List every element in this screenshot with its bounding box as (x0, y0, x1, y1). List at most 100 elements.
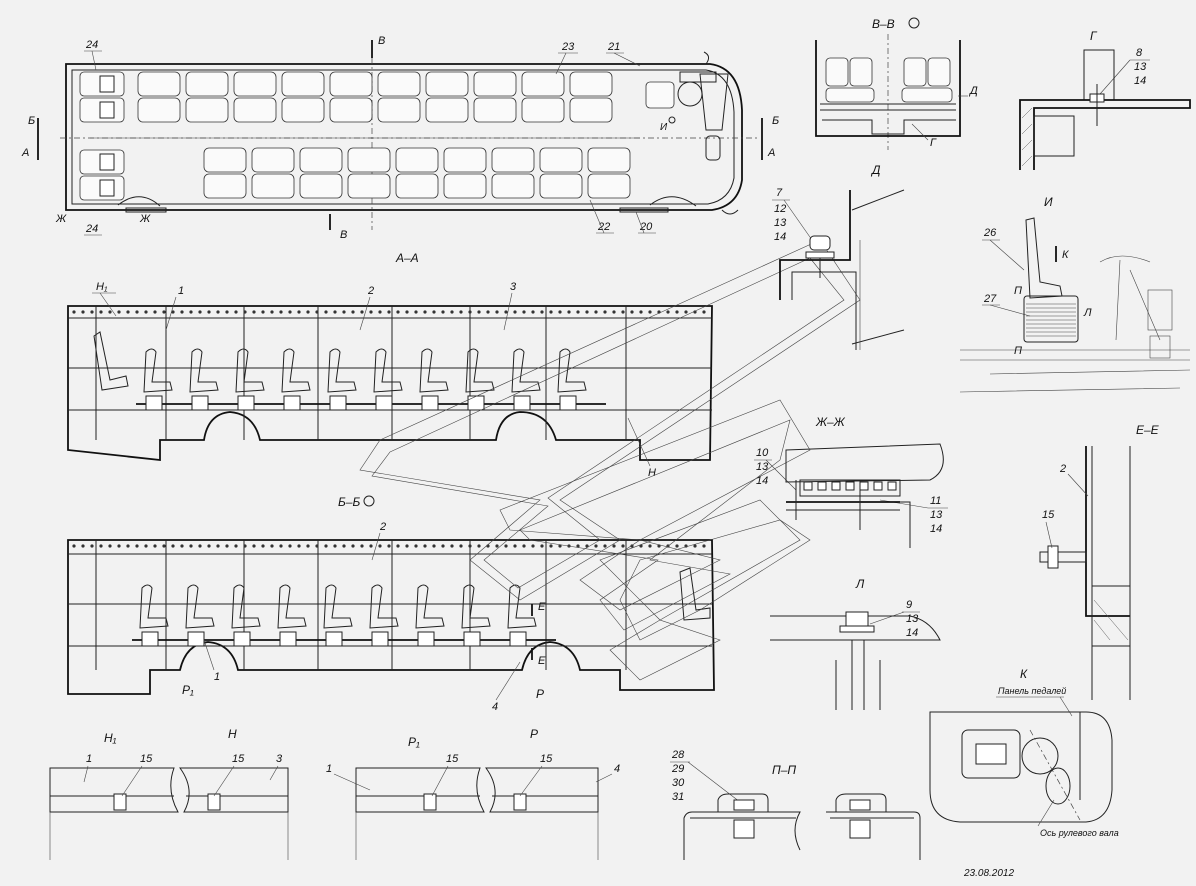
rivet (702, 544, 706, 548)
plan-seat (281, 71, 325, 97)
callout-26-i: 26 (983, 227, 997, 239)
callout-2-ee: 2 (1059, 463, 1066, 475)
rivet (117, 544, 121, 548)
callout-4-r: 4 (614, 763, 620, 775)
plan-seat (329, 71, 373, 97)
rivet (90, 544, 94, 548)
callout-r-bb: Р (536, 687, 544, 701)
rivet (675, 544, 679, 548)
callout-p-bottom-i: П (1014, 345, 1022, 357)
rivet (144, 544, 148, 548)
rivet (252, 544, 256, 548)
callout-14-d: 14 (774, 231, 786, 243)
rivet (351, 544, 355, 548)
rivet (369, 310, 373, 314)
seat-leg (417, 631, 435, 647)
rivet (234, 310, 238, 314)
rivet (423, 310, 427, 314)
view-i: И 26 К П 27 Л П (959, 195, 1191, 393)
callout-31-pp: 31 (672, 791, 684, 803)
rivet (144, 310, 148, 314)
plan-seat (521, 97, 565, 123)
plan-seat (473, 71, 517, 97)
rivet (279, 310, 283, 314)
rivet (153, 544, 157, 548)
mark-b-right: Б (772, 115, 779, 127)
plan-seat (539, 173, 583, 199)
rivet (477, 310, 481, 314)
seat-profile (323, 584, 353, 629)
plan-seat (443, 147, 487, 173)
rivet (477, 544, 481, 548)
rivet (171, 310, 175, 314)
rivet (396, 310, 400, 314)
section-p-p: П–П 28 29 30 31 (670, 749, 921, 860)
seat-profile (235, 348, 265, 393)
seat-profile (231, 584, 261, 629)
callout-21: 21 (607, 41, 620, 53)
rivet (396, 544, 400, 548)
plan-seat (233, 97, 277, 123)
seat-leg (145, 395, 163, 411)
rivet (522, 310, 526, 314)
view-i-title: И (1044, 195, 1053, 209)
plan-seat (491, 173, 535, 199)
seat-leg (559, 395, 577, 411)
view-d-title: Д (870, 163, 881, 177)
rivet (594, 310, 598, 314)
callout-1-r1: 1 (326, 763, 332, 775)
rivet (504, 544, 508, 548)
plan-seat (329, 97, 373, 123)
a-a-frame-posts (95, 306, 627, 440)
rivet (684, 310, 688, 314)
rivet (513, 310, 517, 314)
callout-l-i: Л (1083, 307, 1092, 319)
plan-seat (233, 71, 277, 97)
view-r1-title: Р₁ (408, 735, 420, 749)
callout-29-pp: 29 (671, 763, 684, 775)
bolt-head (831, 481, 841, 491)
rivet (576, 544, 580, 548)
rivet (162, 310, 166, 314)
rivet (189, 310, 193, 314)
rivet (648, 544, 652, 548)
rivet (450, 544, 454, 548)
rivet (288, 544, 292, 548)
rivet (441, 544, 445, 548)
rivet (225, 544, 229, 548)
callout-13-d: 13 (774, 217, 787, 229)
rivet (522, 544, 526, 548)
rivet (558, 544, 562, 548)
callout-13-zh-b: 13 (930, 509, 943, 521)
rivet (549, 310, 553, 314)
rivet (225, 310, 229, 314)
callout-3-aa: 3 (510, 281, 517, 293)
rivet (135, 544, 139, 548)
rivet (549, 544, 553, 548)
rivet (261, 544, 265, 548)
rivet (387, 544, 391, 548)
section-v-v: В–В Д Г (815, 17, 978, 150)
mark-v-top: В (378, 35, 385, 47)
section-b-b: Б–Б (67, 495, 715, 695)
plan-section-marks: В В Б А Б А Ж Ж И (21, 35, 779, 241)
seat-leg (233, 631, 251, 647)
plan-seat (569, 71, 613, 97)
callout-8-g: 8 (1136, 47, 1143, 59)
rivet (576, 310, 580, 314)
rivet (315, 310, 319, 314)
seat-profile (415, 584, 445, 629)
seat-profile (139, 584, 169, 629)
pedal-panel-label: Панель педалей (998, 686, 1066, 696)
rivet (648, 310, 652, 314)
section-e-e-title: Е–Е (1136, 423, 1160, 437)
rivet (153, 310, 157, 314)
rivet (90, 310, 94, 314)
rivet (216, 544, 220, 548)
mark-i: И (660, 122, 668, 133)
callout-1-n1: 1 (86, 753, 92, 765)
rivet (99, 544, 103, 548)
rivet (675, 310, 679, 314)
rivet (342, 544, 346, 548)
rivet (432, 310, 436, 314)
